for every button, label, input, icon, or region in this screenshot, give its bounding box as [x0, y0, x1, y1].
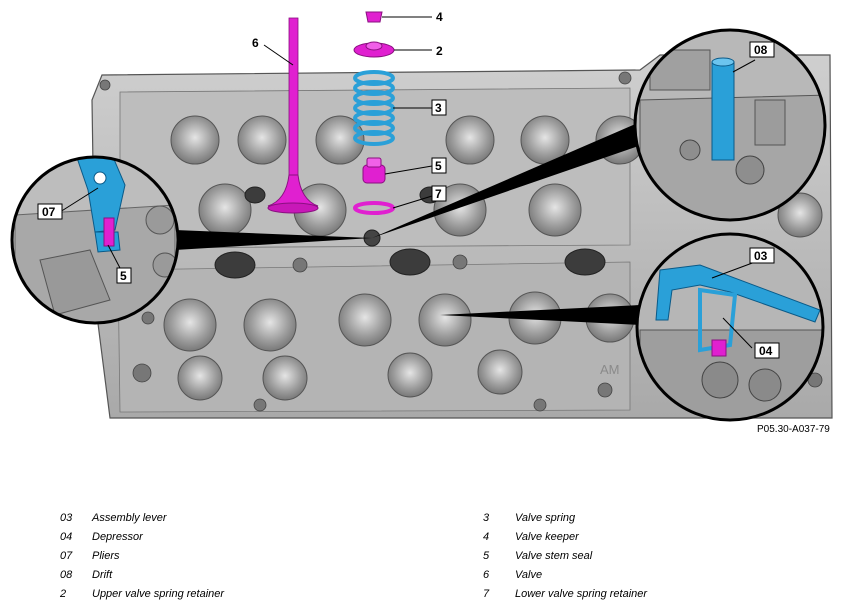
callout-3-box	[431, 99, 447, 116]
legend-text: Valve	[515, 569, 543, 581]
legend-number: 3	[483, 512, 490, 524]
detail-drift	[633, 28, 827, 222]
legend-number: 6	[483, 569, 490, 581]
callout-6: 6	[252, 36, 259, 50]
callout-07: 07	[42, 205, 56, 219]
legend-text: Valve keeper	[515, 531, 579, 543]
legend: 03 Assembly lever 04 Depressor 07 Pliers…	[0, 508, 842, 608]
figure-code: P05.30-A037-79	[757, 424, 830, 435]
callout-4: 4	[436, 10, 443, 24]
connector-left	[175, 230, 372, 250]
callout-5: 5	[435, 159, 442, 173]
callout-5b-box	[116, 267, 132, 284]
callout-07-box	[37, 203, 63, 220]
valve-keeper	[365, 11, 383, 23]
detail-valve-stem-seal	[103, 217, 115, 247]
legend-number: 08	[60, 569, 73, 581]
legend-number: 7	[483, 588, 490, 600]
legend-text: Pliers	[92, 550, 120, 562]
connector-right-top	[372, 122, 650, 238]
callout-03-box	[749, 247, 775, 264]
detail-assembly-lever	[635, 232, 825, 422]
legend-number: 04	[60, 531, 73, 543]
connector-right-bottom	[440, 305, 640, 325]
leader-lines	[263, 16, 433, 209]
detail-pliers	[10, 155, 180, 325]
drift-tool	[711, 61, 735, 161]
callout-5-box	[431, 157, 447, 174]
legend-number: 03	[60, 512, 73, 524]
assembly-lever-tool	[655, 264, 821, 323]
callout-7-box	[431, 185, 447, 202]
legend-text: Valve stem seal	[515, 550, 593, 562]
legend-number: 4	[483, 531, 490, 543]
legend-number: 5	[483, 550, 490, 562]
legend-number: 2	[60, 588, 67, 600]
legend-text: Lower valve spring retainer	[515, 588, 648, 600]
callout-7: 7	[435, 187, 442, 201]
legend-number: 07	[60, 550, 73, 562]
engraved-marking: AM	[600, 362, 620, 377]
exploded-valve-diagram: AM	[10, 10, 833, 422]
legend-text: Depressor	[92, 531, 143, 543]
depressor-tool	[698, 287, 738, 353]
callout-08: 08	[754, 43, 768, 57]
upper-valve-spring-retainer	[353, 41, 395, 58]
valve	[267, 17, 319, 214]
detail-leader-lines	[59, 59, 756, 349]
legend-text: Assembly lever	[92, 512, 167, 524]
callout-08-box	[749, 41, 775, 58]
callout-5-detail: 5	[120, 269, 127, 283]
callout-03: 03	[754, 249, 768, 263]
legend-text: Upper valve spring retainer	[92, 588, 225, 600]
callout-04-box	[754, 342, 780, 359]
callout-04: 04	[759, 344, 773, 358]
legend-text: Drift	[92, 569, 113, 581]
legend-text: Valve spring	[515, 512, 576, 524]
callout-3: 3	[435, 101, 442, 115]
callout-2: 2	[436, 44, 443, 58]
